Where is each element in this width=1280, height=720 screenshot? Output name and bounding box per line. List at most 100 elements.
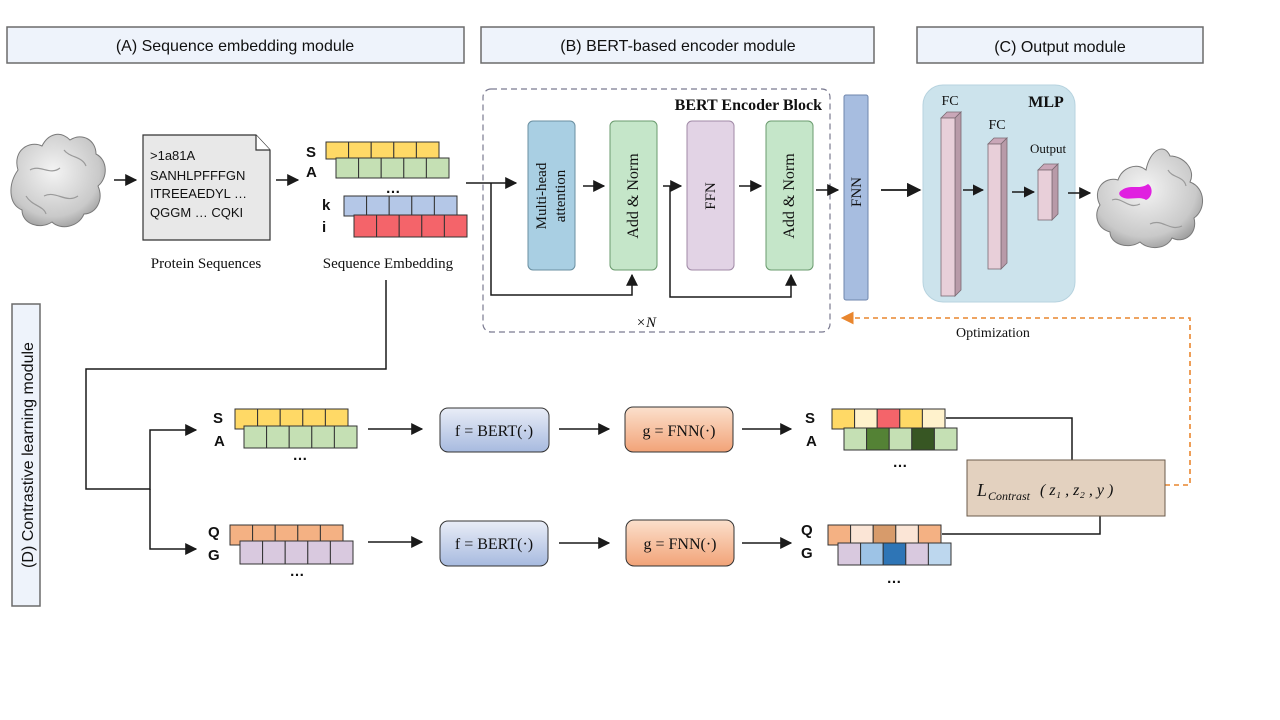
- row2-g-fnn-box: g = FNN(·): [625, 519, 735, 567]
- row2-g-label: g = FNN(·): [643, 536, 716, 553]
- emb-grid-i-cell: [421, 214, 445, 238]
- repeat-n-label: ×N: [636, 315, 657, 331]
- row2-in-grid-g: [239, 540, 354, 565]
- emb-grid-i-cell: [376, 214, 400, 238]
- fnn-label: FNN: [849, 177, 865, 207]
- row2-out-letter-bottom: G: [801, 545, 813, 562]
- emb-grid-s: [325, 141, 440, 160]
- optimization-label: Optimization: [956, 326, 1030, 341]
- row1-in-grid-a-cell: [266, 425, 290, 449]
- row1-output-dots: …: [893, 454, 908, 471]
- emb-grid-k: [343, 195, 458, 217]
- row1-arrow-to-loss: [946, 417, 1078, 482]
- row1-out-grid-a-cell: [911, 427, 935, 451]
- mlp-title: MLP: [1028, 94, 1064, 111]
- mlp-panel: MLP FC FC Output: [922, 84, 1076, 303]
- fnn-block: FNN: [843, 94, 869, 301]
- multi-head-attention-block: Multi-head attention: [527, 120, 576, 271]
- add-norm-label-2: Add & Norm: [781, 153, 798, 239]
- bert-encoder-block: [482, 88, 831, 333]
- add-norm-block-2: Add & Norm: [765, 120, 814, 271]
- emb-grid-a: [335, 157, 450, 179]
- row2-in-grid-g-cell: [239, 540, 264, 565]
- row1-out-grid-a: [843, 427, 958, 451]
- module-b-title: (B) BERT-based encoder module: [560, 38, 795, 55]
- module-d-title: (D) Contrastive learning module: [20, 342, 37, 568]
- emb-grid-i-cell: [353, 214, 378, 238]
- module-d-header: (D) Contrastive learning module: [11, 303, 41, 607]
- bert-encoder-title: BERT Encoder Block: [675, 97, 822, 114]
- row2-letter-bottom: G: [208, 547, 220, 564]
- row2-in-grid-q: [229, 524, 344, 546]
- module-a-title: (A) Sequence embedding module: [116, 38, 354, 55]
- row2-out-letter-top: Q: [801, 522, 813, 539]
- binding-site-highlight: [1119, 184, 1152, 200]
- row1-out-grid-a-cell: [866, 427, 890, 451]
- emb-grid-a-cell: [425, 157, 450, 179]
- emb-grid-s-cell: [370, 141, 395, 160]
- emb-letter-k: k: [322, 197, 331, 214]
- row1-out-grid-s-cell: [831, 408, 856, 430]
- row1-g-label: g = FNN(·): [642, 423, 715, 440]
- row2-out-grid-q-cell: [917, 524, 942, 546]
- loss-L: L: [976, 480, 987, 500]
- seq-line-3: ITREEAEDYL …: [150, 186, 247, 201]
- row1-out-grid-s-cell: [876, 408, 901, 430]
- mha-label-1: Multi-head: [534, 162, 550, 229]
- row1-in-grid-a: [243, 425, 358, 449]
- row1-in-grid-a-cell: [333, 425, 358, 449]
- module-c-header: (C) Output module: [916, 26, 1204, 64]
- fc1-label: FC: [941, 94, 958, 109]
- row2-out-grid-g-cell: [905, 542, 929, 566]
- row2-output-dots: …: [887, 570, 902, 587]
- loss-args: ( z₁ , z₂ , y ): [1040, 482, 1113, 499]
- module-a-header: (A) Sequence embedding module: [6, 26, 465, 64]
- row2-out-grid-g-cell: [860, 542, 884, 566]
- output-layer: [1037, 163, 1059, 221]
- add-norm-block-1: Add & Norm: [609, 120, 658, 271]
- sequence-embedding-caption: Sequence Embedding: [323, 256, 454, 272]
- protein-structure-image: [10, 133, 106, 228]
- emb-grid-i-cell: [443, 214, 468, 238]
- predicted-structure-image: [1096, 148, 1203, 248]
- seq-line-1: >1a81A: [150, 148, 196, 163]
- row2-input-dots: …: [290, 563, 305, 580]
- residual-arrow-1: [490, 183, 638, 296]
- connector-embedding-to-contrastive: [85, 280, 387, 490]
- branch-arrow-row1: [110, 424, 198, 490]
- row1-letter-top: S: [213, 410, 223, 427]
- row2-out-grid-g: [837, 542, 952, 566]
- row1-out-grid-a-cell: [933, 427, 958, 451]
- row1-in-grid-a-cell: [243, 425, 268, 449]
- emb-letter-i: i: [322, 219, 326, 236]
- emb-grid-s-cell: [415, 141, 440, 160]
- row2-out-grid-q-cell: [827, 524, 852, 546]
- contrastive-token-grids: [229, 408, 958, 566]
- emb-dots: …: [386, 180, 401, 197]
- row1-letter-bottom: A: [214, 433, 225, 450]
- row2-out-grid-g-cell: [882, 542, 907, 566]
- row2-in-grid-g-cell: [262, 540, 286, 565]
- emb-grid-i-cell: [398, 214, 423, 238]
- seq-line-2: SANHLPFFFGN: [150, 168, 245, 183]
- emb-grid-k-cell: [433, 195, 458, 217]
- emb-grid-s-cell: [348, 141, 372, 160]
- optimization-feedback-arrow: [840, 311, 1191, 486]
- row1-in-grid-a-cell: [288, 425, 313, 449]
- emb-grid-k-cell: [366, 195, 390, 217]
- row2-letter-top: Q: [208, 524, 220, 541]
- emb-grid-a-cell: [335, 157, 360, 179]
- emb-grid-s-cell: [325, 141, 350, 160]
- row1-g-fnn-box: g = FNN(·): [624, 406, 734, 453]
- row2-out-grid-q-cell: [895, 524, 919, 546]
- row1-in-grid-a-cell: [311, 425, 335, 449]
- emb-grid-s-cell: [393, 141, 417, 160]
- fc2-label: FC: [988, 118, 1005, 133]
- row1-out-grid-s: [831, 408, 946, 430]
- row2-in-grid-g-cell: [329, 540, 354, 565]
- ffn-label: FFN: [703, 182, 719, 210]
- row1-out-grid-s-cell: [921, 408, 946, 430]
- emb-letter-a: A: [306, 164, 317, 181]
- module-b-header: (B) BERT-based encoder module: [480, 26, 875, 64]
